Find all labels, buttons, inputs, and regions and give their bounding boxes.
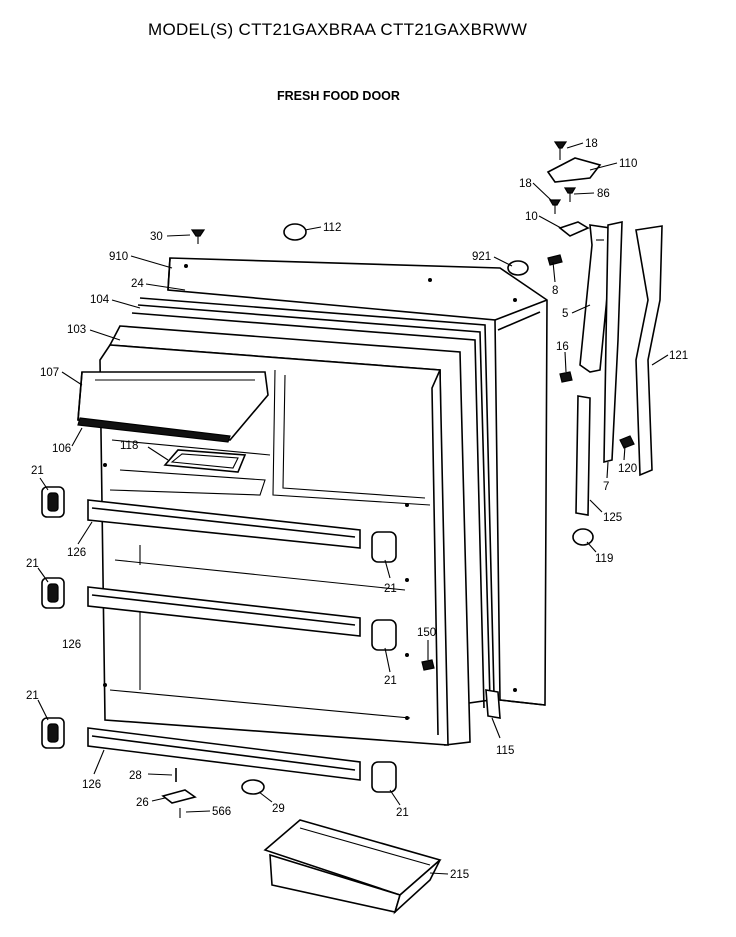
part-label-910: 910 bbox=[109, 251, 128, 263]
part-label-7: 7 bbox=[603, 481, 609, 493]
shelf-bar-middle bbox=[87, 586, 361, 637]
part-label-118: 118 bbox=[120, 440, 138, 452]
part-label-21: 21 bbox=[384, 675, 397, 687]
part-label-104: 104 bbox=[90, 294, 110, 306]
part-label-8: 8 bbox=[552, 285, 558, 297]
door-bin bbox=[263, 819, 442, 915]
part-label-215: 215 bbox=[450, 869, 469, 881]
section-title: FRESH FOOD DOOR bbox=[277, 89, 400, 103]
part-label-21: 21 bbox=[26, 690, 39, 702]
part-label-18: 18 bbox=[519, 178, 532, 190]
part-label-150: 150 bbox=[417, 627, 436, 639]
shelf-end-caps bbox=[41, 486, 397, 793]
part-label-106: 106 bbox=[52, 443, 71, 455]
part-label-86: 86 bbox=[597, 188, 610, 200]
door-stop-parts bbox=[421, 659, 501, 719]
door-gasket bbox=[131, 297, 495, 709]
door-liner bbox=[99, 325, 471, 746]
part-label-110: 110 bbox=[619, 158, 637, 170]
part-labels: 18 110 18 86 10 30 112 910 921 24 8 104 … bbox=[26, 138, 688, 881]
part-label-18: 18 bbox=[585, 138, 598, 150]
part-label-921: 921 bbox=[472, 251, 491, 263]
part-label-21: 21 bbox=[31, 465, 44, 477]
part-label-107: 107 bbox=[40, 367, 59, 379]
dairy-door bbox=[77, 371, 269, 443]
butter-tray bbox=[163, 449, 247, 473]
part-label-119: 119 bbox=[595, 553, 613, 565]
leader-lines bbox=[37, 142, 669, 875]
part-label-21: 21 bbox=[384, 583, 397, 595]
part-label-121: 121 bbox=[669, 350, 688, 362]
part-label-26: 26 bbox=[136, 797, 149, 809]
part-label-566: 566 bbox=[212, 806, 231, 818]
part-label-112: 112 bbox=[323, 222, 341, 234]
part-label-28: 28 bbox=[129, 770, 142, 782]
part-label-126: 126 bbox=[82, 779, 101, 791]
top-small-parts bbox=[190, 223, 307, 244]
part-label-21: 21 bbox=[396, 807, 409, 819]
model-title: MODEL(S) CTT21GAXBRAA CTT21GAXBRWW bbox=[148, 20, 528, 39]
part-label-10: 10 bbox=[525, 211, 538, 223]
part-label-29: 29 bbox=[272, 803, 285, 815]
part-label-126: 126 bbox=[67, 547, 86, 559]
bottom-small-parts bbox=[161, 768, 265, 818]
shelf-bar-lower bbox=[87, 727, 361, 781]
part-label-16: 16 bbox=[556, 341, 569, 353]
part-label-24: 24 bbox=[131, 278, 144, 290]
shelf-bar-upper bbox=[87, 499, 361, 549]
part-label-103: 103 bbox=[67, 324, 86, 336]
part-label-125: 125 bbox=[603, 512, 622, 524]
part-label-126: 126 bbox=[62, 639, 81, 651]
outer-door-panel bbox=[167, 257, 548, 706]
part-label-5: 5 bbox=[562, 308, 568, 320]
part-label-30: 30 bbox=[150, 231, 163, 243]
part-label-115: 115 bbox=[496, 745, 514, 757]
part-label-120: 120 bbox=[618, 463, 637, 475]
hinge-assembly bbox=[507, 141, 663, 546]
part-label-21: 21 bbox=[26, 558, 39, 570]
